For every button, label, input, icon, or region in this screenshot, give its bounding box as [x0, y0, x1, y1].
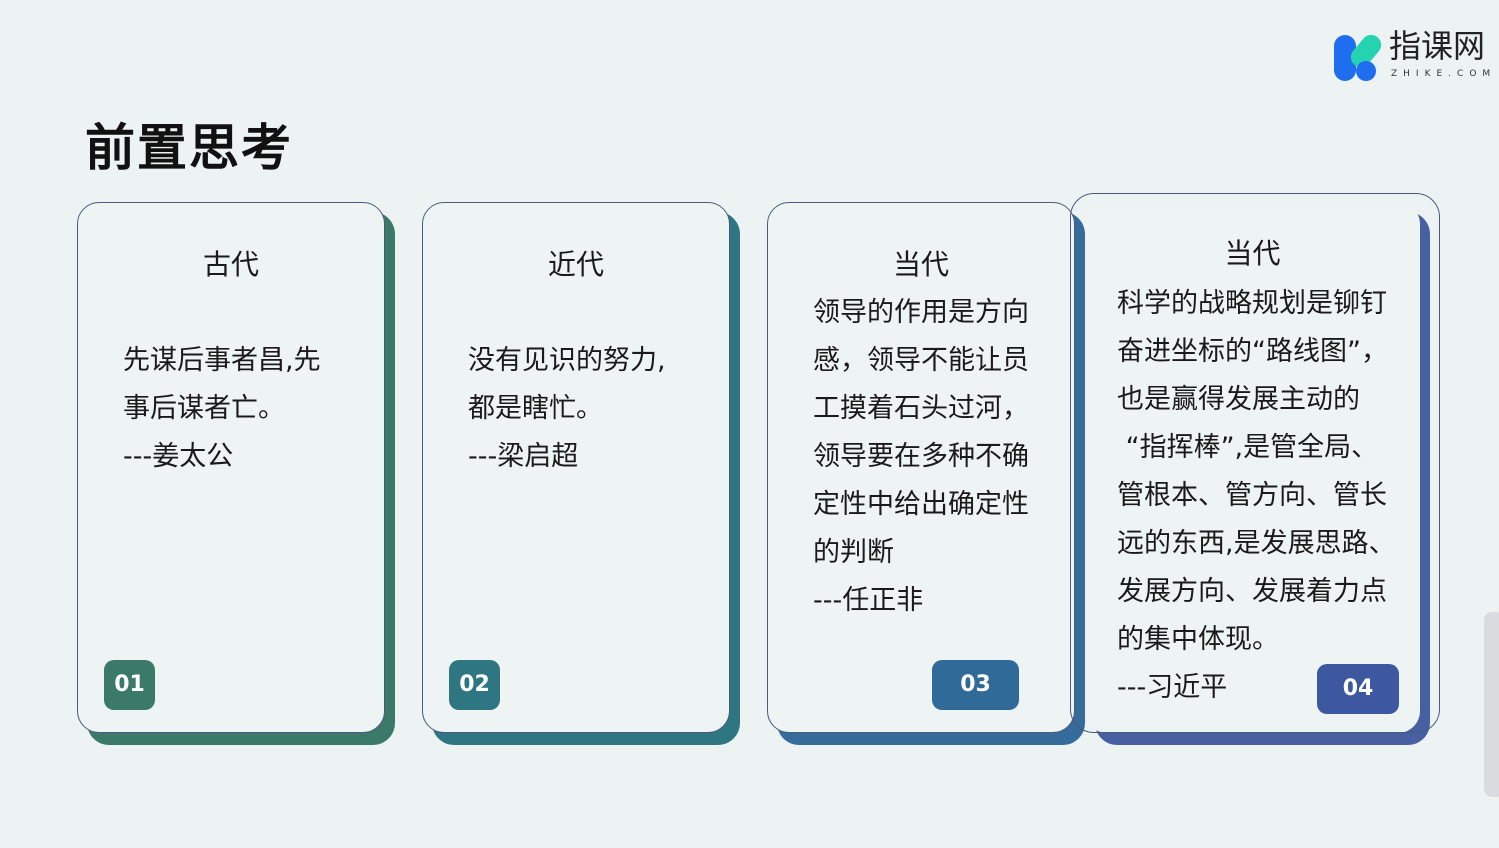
card-heading: 古代	[202, 248, 259, 281]
quote-line: ---习近平	[1117, 672, 1228, 703]
card-number-badge: 04	[1317, 664, 1399, 714]
card-quote: 先谋后事者昌,先事后谋者亡。 ---姜太公	[123, 337, 321, 481]
card-number-badge: 03	[932, 660, 1019, 710]
quote-line: 事后谋者亡。	[123, 393, 285, 424]
quote-line: 领导的作用是方向	[813, 297, 1029, 328]
quote-line: 工摸着石头过河，	[813, 393, 1029, 424]
quote-line: 领导要在多种不确	[813, 441, 1029, 472]
quote-line: 发展方向、发展着力点	[1117, 576, 1387, 607]
side-toolbar[interactable]	[1484, 612, 1499, 797]
quote-line: 远的东西,是发展思路、	[1117, 528, 1396, 559]
card-ancient: 古代 先谋后事者昌,先事后谋者亡。 ---姜太公 01	[77, 202, 385, 733]
quote-line: ---任正非	[813, 585, 924, 616]
card-contemporary-2: 当代 科学的战略规划是铆钉奋进坐标的“路线图”， 也是赢得发展主动的 “指挥棒”,…	[1085, 202, 1420, 733]
quote-line: ---梁启超	[468, 441, 579, 472]
card-quote: 没有见识的努力, 都是瞎忙。 ---梁启超	[468, 337, 666, 481]
card-quote: 领导的作用是方向感，领导不能让员工摸着石头过河， 领导要在多种不确定性中给出确定性…	[813, 289, 1029, 625]
card-number-badge: 02	[449, 660, 500, 710]
quote-line: ---姜太公	[123, 441, 234, 472]
quote-line: 感，领导不能让员	[813, 345, 1029, 376]
card-modern: 近代 没有见识的努力, 都是瞎忙。 ---梁启超 02	[422, 202, 730, 733]
quote-line: 都是瞎忙。	[468, 393, 603, 424]
quote-line: 的集中体现。	[1117, 624, 1279, 655]
quote-line: 定性中给出确定性	[813, 489, 1029, 520]
card-selection-frame	[1070, 193, 1440, 733]
quote-line: 也是赢得发展主动的	[1117, 384, 1360, 415]
page-title: 前置思考	[85, 119, 293, 177]
card-number-badge: 01	[104, 660, 155, 710]
card-contemporary-1: 当代 领导的作用是方向感，领导不能让员工摸着石头过河， 领导要在多种不确定性中给出…	[767, 202, 1075, 733]
quote-line: “指挥棒”,是管全局、	[1117, 432, 1379, 463]
quote-line: 科学的战略规划是铆钉	[1117, 288, 1387, 319]
card-heading: 当代	[1224, 237, 1281, 270]
quote-line: 没有见识的努力,	[468, 345, 666, 376]
logo-domain: ZHIKE.COM	[1391, 69, 1497, 79]
quote-line: 的判断	[813, 537, 894, 568]
card-heading: 当代	[892, 248, 949, 281]
logo-name: 指课网	[1389, 27, 1486, 65]
logo-mark-dot	[1356, 61, 1376, 81]
quote-line: 管根本、管方向、管长	[1117, 480, 1387, 511]
card-quote: 科学的战略规划是铆钉奋进坐标的“路线图”， 也是赢得发展主动的 “指挥棒”,是管全…	[1117, 280, 1396, 712]
quote-line: 奋进坐标的“路线图”，	[1117, 336, 1388, 367]
zhike-logo: 指课网 ZHIKE.COM	[1334, 27, 1497, 83]
card-heading: 近代	[547, 248, 604, 281]
quote-line: 先谋后事者昌,先	[123, 345, 321, 376]
logo-mark-icon	[1334, 35, 1356, 81]
